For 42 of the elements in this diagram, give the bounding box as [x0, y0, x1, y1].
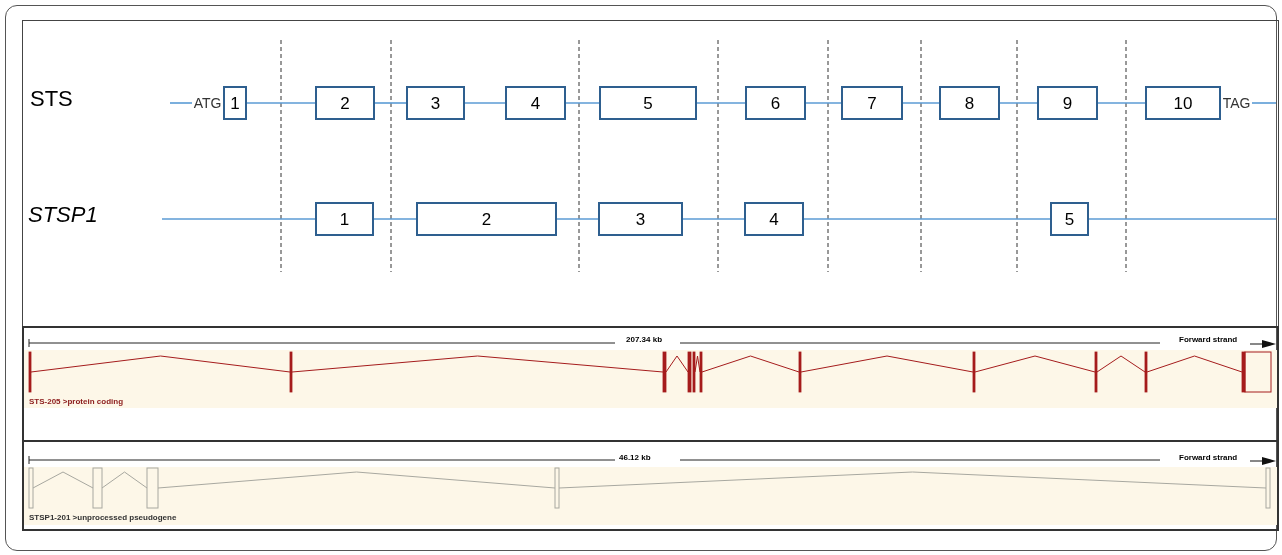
exon-box: 1 — [223, 86, 247, 120]
intron-line — [374, 102, 407, 104]
exon-box: 1 — [315, 202, 374, 236]
exon-box: 3 — [406, 86, 465, 120]
exon-box: 5 — [599, 86, 697, 120]
scale-length: 207.34 kb — [626, 336, 663, 344]
intron-line — [803, 218, 1051, 220]
intron-line — [902, 102, 940, 104]
exon-box: 5 — [1050, 202, 1089, 236]
scale-length: 46.12 kb — [619, 454, 651, 462]
intron-line — [169, 102, 193, 104]
exon-box: 3 — [598, 202, 683, 236]
intron-line — [1097, 102, 1146, 104]
exon-box: 6 — [745, 86, 806, 120]
intron-line — [373, 218, 417, 220]
intron-line — [556, 218, 599, 220]
codon-label: TAG — [1221, 92, 1252, 114]
exon-box: 4 — [505, 86, 566, 120]
exon-box: 2 — [315, 86, 375, 120]
exon-box: 7 — [841, 86, 903, 120]
codon-label: ATG — [192, 92, 223, 114]
exon-box: 8 — [939, 86, 1000, 120]
intron-line — [805, 102, 842, 104]
exon-box: 4 — [744, 202, 804, 236]
intron-line — [682, 218, 745, 220]
intron-line — [1251, 102, 1277, 104]
exon-box: 10 — [1145, 86, 1221, 120]
strand-label: Forward strand — [1179, 336, 1238, 344]
intron-line — [565, 102, 600, 104]
transcript-label: STS-205 >protein coding — [29, 398, 123, 406]
intron-line — [999, 102, 1038, 104]
gene-name: STSP1 — [28, 204, 98, 226]
gene-name: STS — [30, 88, 73, 110]
exon-box: 9 — [1037, 86, 1098, 120]
transcript-label: STSP1-201 >unprocessed pseudogene — [29, 514, 177, 522]
intron-line — [1088, 218, 1277, 220]
strand-label: Forward strand — [1179, 454, 1238, 462]
intron-line — [246, 102, 316, 104]
intron-line — [696, 102, 746, 104]
exon-box: 2 — [416, 202, 557, 236]
intron-line — [161, 218, 316, 220]
intron-line — [464, 102, 506, 104]
